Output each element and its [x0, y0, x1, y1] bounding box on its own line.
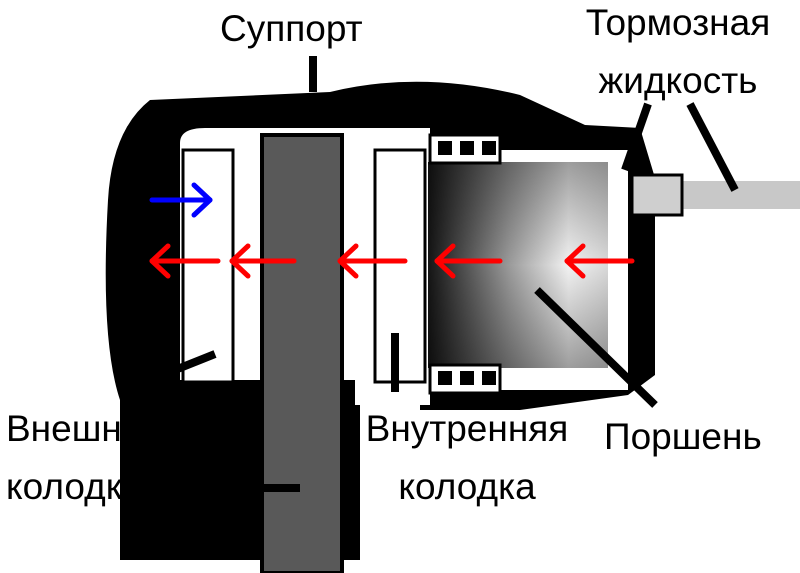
- outer-pad-leader: [118, 350, 217, 396]
- disc-label: Диск: [134, 502, 215, 543]
- blue-arrow: [149, 182, 213, 218]
- red-arrow-5: [564, 243, 635, 279]
- piston-seals: [428, 133, 502, 395]
- outer-pad-label: Внешняя колодка: [6, 408, 162, 507]
- red-arrow-1: [149, 243, 221, 279]
- outer-pad: [181, 148, 235, 384]
- brake-fluid-label: Тормозная жидкость: [585, 2, 771, 101]
- piston-label: Поршень: [604, 416, 762, 457]
- leader-lines: [118, 56, 739, 492]
- red-arrow-2: [229, 243, 297, 279]
- force-arrows: [149, 182, 635, 279]
- inner-pad: [373, 148, 427, 384]
- red-arrow-3: [337, 243, 408, 279]
- inner-pad-label: Внутренняя колодка: [365, 408, 569, 507]
- brake-disc: [260, 133, 344, 573]
- fluid-fitting: [630, 173, 684, 217]
- piston-leader: [534, 287, 658, 408]
- fluid-leader-right: [686, 102, 739, 192]
- caliper-label: Суппорт: [220, 8, 363, 49]
- fluid-leader-left: [621, 102, 652, 172]
- red-arrow-4: [434, 243, 503, 279]
